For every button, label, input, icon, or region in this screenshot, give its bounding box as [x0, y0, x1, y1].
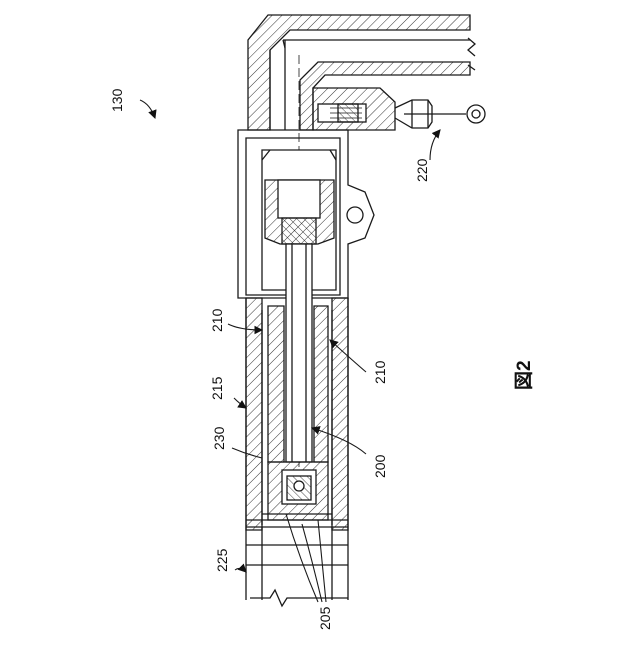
sleeve-assembly	[246, 244, 348, 606]
label-215: 215	[209, 376, 225, 400]
label-220: 220	[414, 158, 430, 182]
connector-block	[313, 88, 485, 130]
label-210-right: 210	[372, 360, 388, 384]
label-200: 200	[372, 454, 388, 478]
label-130: 130	[109, 88, 125, 112]
label-210-left: 210	[209, 308, 225, 332]
label-225: 225	[214, 548, 230, 572]
figure-title: 図2	[513, 360, 535, 390]
label-230: 230	[211, 426, 227, 450]
label-205: 205	[317, 606, 333, 630]
